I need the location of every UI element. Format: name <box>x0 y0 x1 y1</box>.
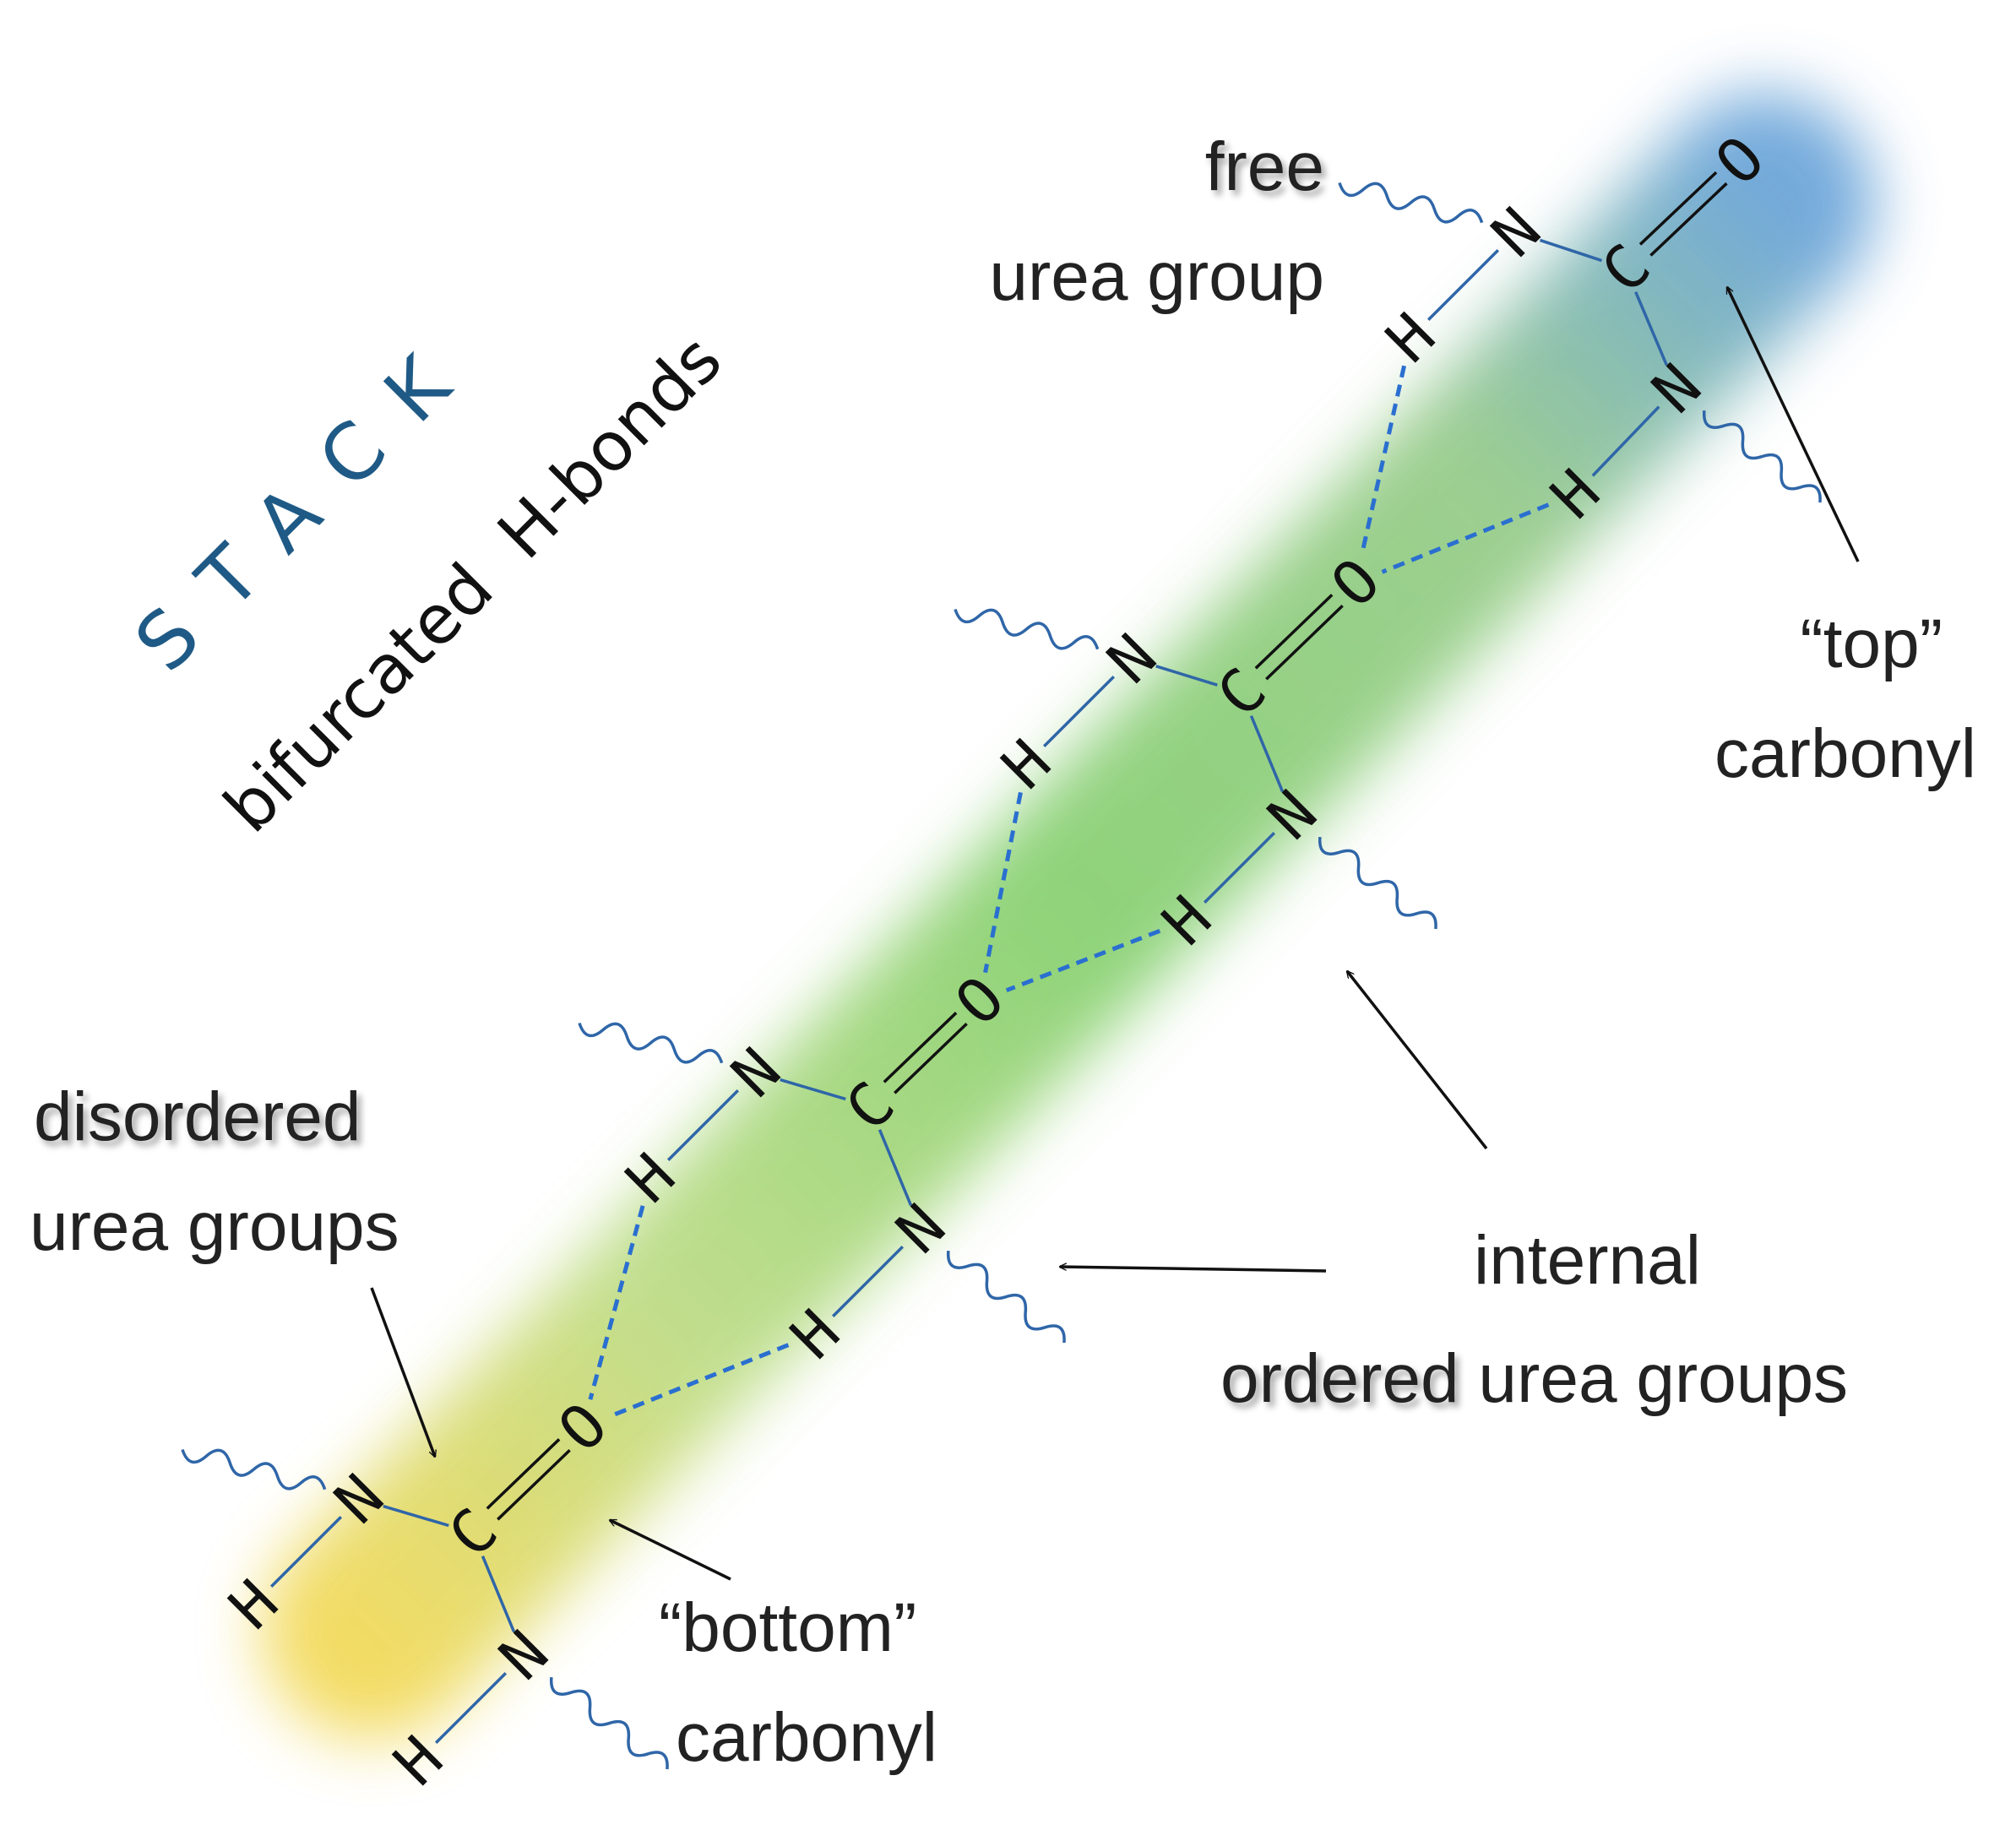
urea-4-n-h-left-bond <box>269 1515 343 1588</box>
urea-4-c-n-right-bond <box>481 1556 516 1632</box>
hbond-2-right <box>1005 928 1161 993</box>
urea-3-carbonyl-double-bond-2 <box>894 1023 968 1094</box>
urea-1-c-n-left-bond <box>1539 238 1603 263</box>
bottom-carbonyl-label: “bottom” carbonyl <box>659 1589 937 1776</box>
free-label-line2: urea group <box>989 238 1324 315</box>
urea-3-c-n-right-bond <box>878 1129 913 1206</box>
urea-4-n-h-right-bond <box>434 1671 508 1745</box>
internal-label: internal ordered urea groups <box>1220 1222 1848 1417</box>
hydrogen-bond-layer <box>588 365 1550 1419</box>
urea-4-right-chain <box>550 1676 669 1770</box>
hbond-3-right <box>608 1343 790 1419</box>
urea-4-carbonyl-double-bond-1 <box>486 1438 561 1510</box>
free-label-line1: free <box>1205 128 1324 205</box>
hbond-3-left <box>588 1205 645 1400</box>
top-label-line1: “top” <box>1800 605 1943 682</box>
urea-2-carbonyl-double-bond-1 <box>1254 594 1334 670</box>
urea-4-left-chain <box>181 1448 327 1491</box>
stack-band <box>262 93 1875 1740</box>
top-carbonyl-label: “top” carbonyl <box>1714 605 1976 792</box>
urea-1-right-chain <box>1703 410 1822 503</box>
urea-2-right-chain <box>1318 836 1437 930</box>
top-label-line2: carbonyl <box>1714 715 1976 792</box>
urea-3-carbonyl-double-bond-1 <box>883 1012 958 1083</box>
urea-3-right-chain <box>947 1250 1066 1344</box>
urea-1-n-h-right-bond <box>1591 405 1660 477</box>
disordered-label-line1: disordered <box>34 1078 361 1155</box>
bottom-label-line2: carbonyl <box>676 1699 937 1776</box>
urea-1-carbonyl-double-bond-2 <box>1649 182 1728 257</box>
urea-1-carbonyl-double-bond-1 <box>1638 171 1718 246</box>
hbond-2-left <box>983 791 1023 974</box>
free-urea-label: free urea group <box>989 128 1324 315</box>
urea-2-n-h-right-bond <box>1203 831 1276 904</box>
internal-label-line2: ordered urea groups <box>1220 1340 1848 1417</box>
urea-3-n-h-left-bond <box>666 1089 740 1162</box>
hbond-1-left <box>1359 365 1407 556</box>
arrow-disordered <box>370 1287 435 1457</box>
urea-2-n-h-left-bond <box>1042 675 1116 748</box>
disordered-label-line2: urea groups <box>30 1188 399 1265</box>
disordered-label: disordered urea groups <box>30 1078 399 1265</box>
bottom-label-line1: “bottom” <box>659 1589 916 1666</box>
bifurcated-subtitle: bifurcated H-bonds <box>209 320 736 847</box>
internal-label-rest: urea groups <box>1459 1340 1848 1417</box>
urea-4-carbonyl-double-bond-2 <box>497 1449 571 1521</box>
urea-2-c-n-left-bond <box>1155 665 1218 687</box>
internal-label-ordered: ordered <box>1220 1340 1459 1417</box>
urea-1-left-chain <box>1338 182 1484 224</box>
arrow-bottom-carbonyl <box>610 1518 731 1581</box>
urea-1-c-n-right-bond <box>1634 291 1668 367</box>
urea-2-left-chain <box>954 608 1100 650</box>
internal-label-line1: internal <box>1474 1222 1701 1299</box>
urea-1-n-h-left-bond <box>1426 248 1500 322</box>
urea-4-c-n-left-bond <box>383 1504 449 1528</box>
arrow-internal-upper <box>1347 971 1488 1150</box>
bond-layer <box>181 171 1822 1770</box>
urea-3-n-h-right-bond <box>831 1245 905 1318</box>
arrow-top-carbonyl <box>1725 287 1860 562</box>
arrow-internal-left <box>1060 1267 1327 1273</box>
urea-2-carbonyl-double-bond-2 <box>1265 605 1344 681</box>
urea-3-left-chain <box>578 1022 724 1064</box>
hbond-1-right <box>1381 502 1550 574</box>
arrow-layer <box>370 287 1860 1581</box>
urea-3-c-n-left-bond <box>780 1078 846 1101</box>
urea-2-c-n-right-bond <box>1249 715 1285 792</box>
